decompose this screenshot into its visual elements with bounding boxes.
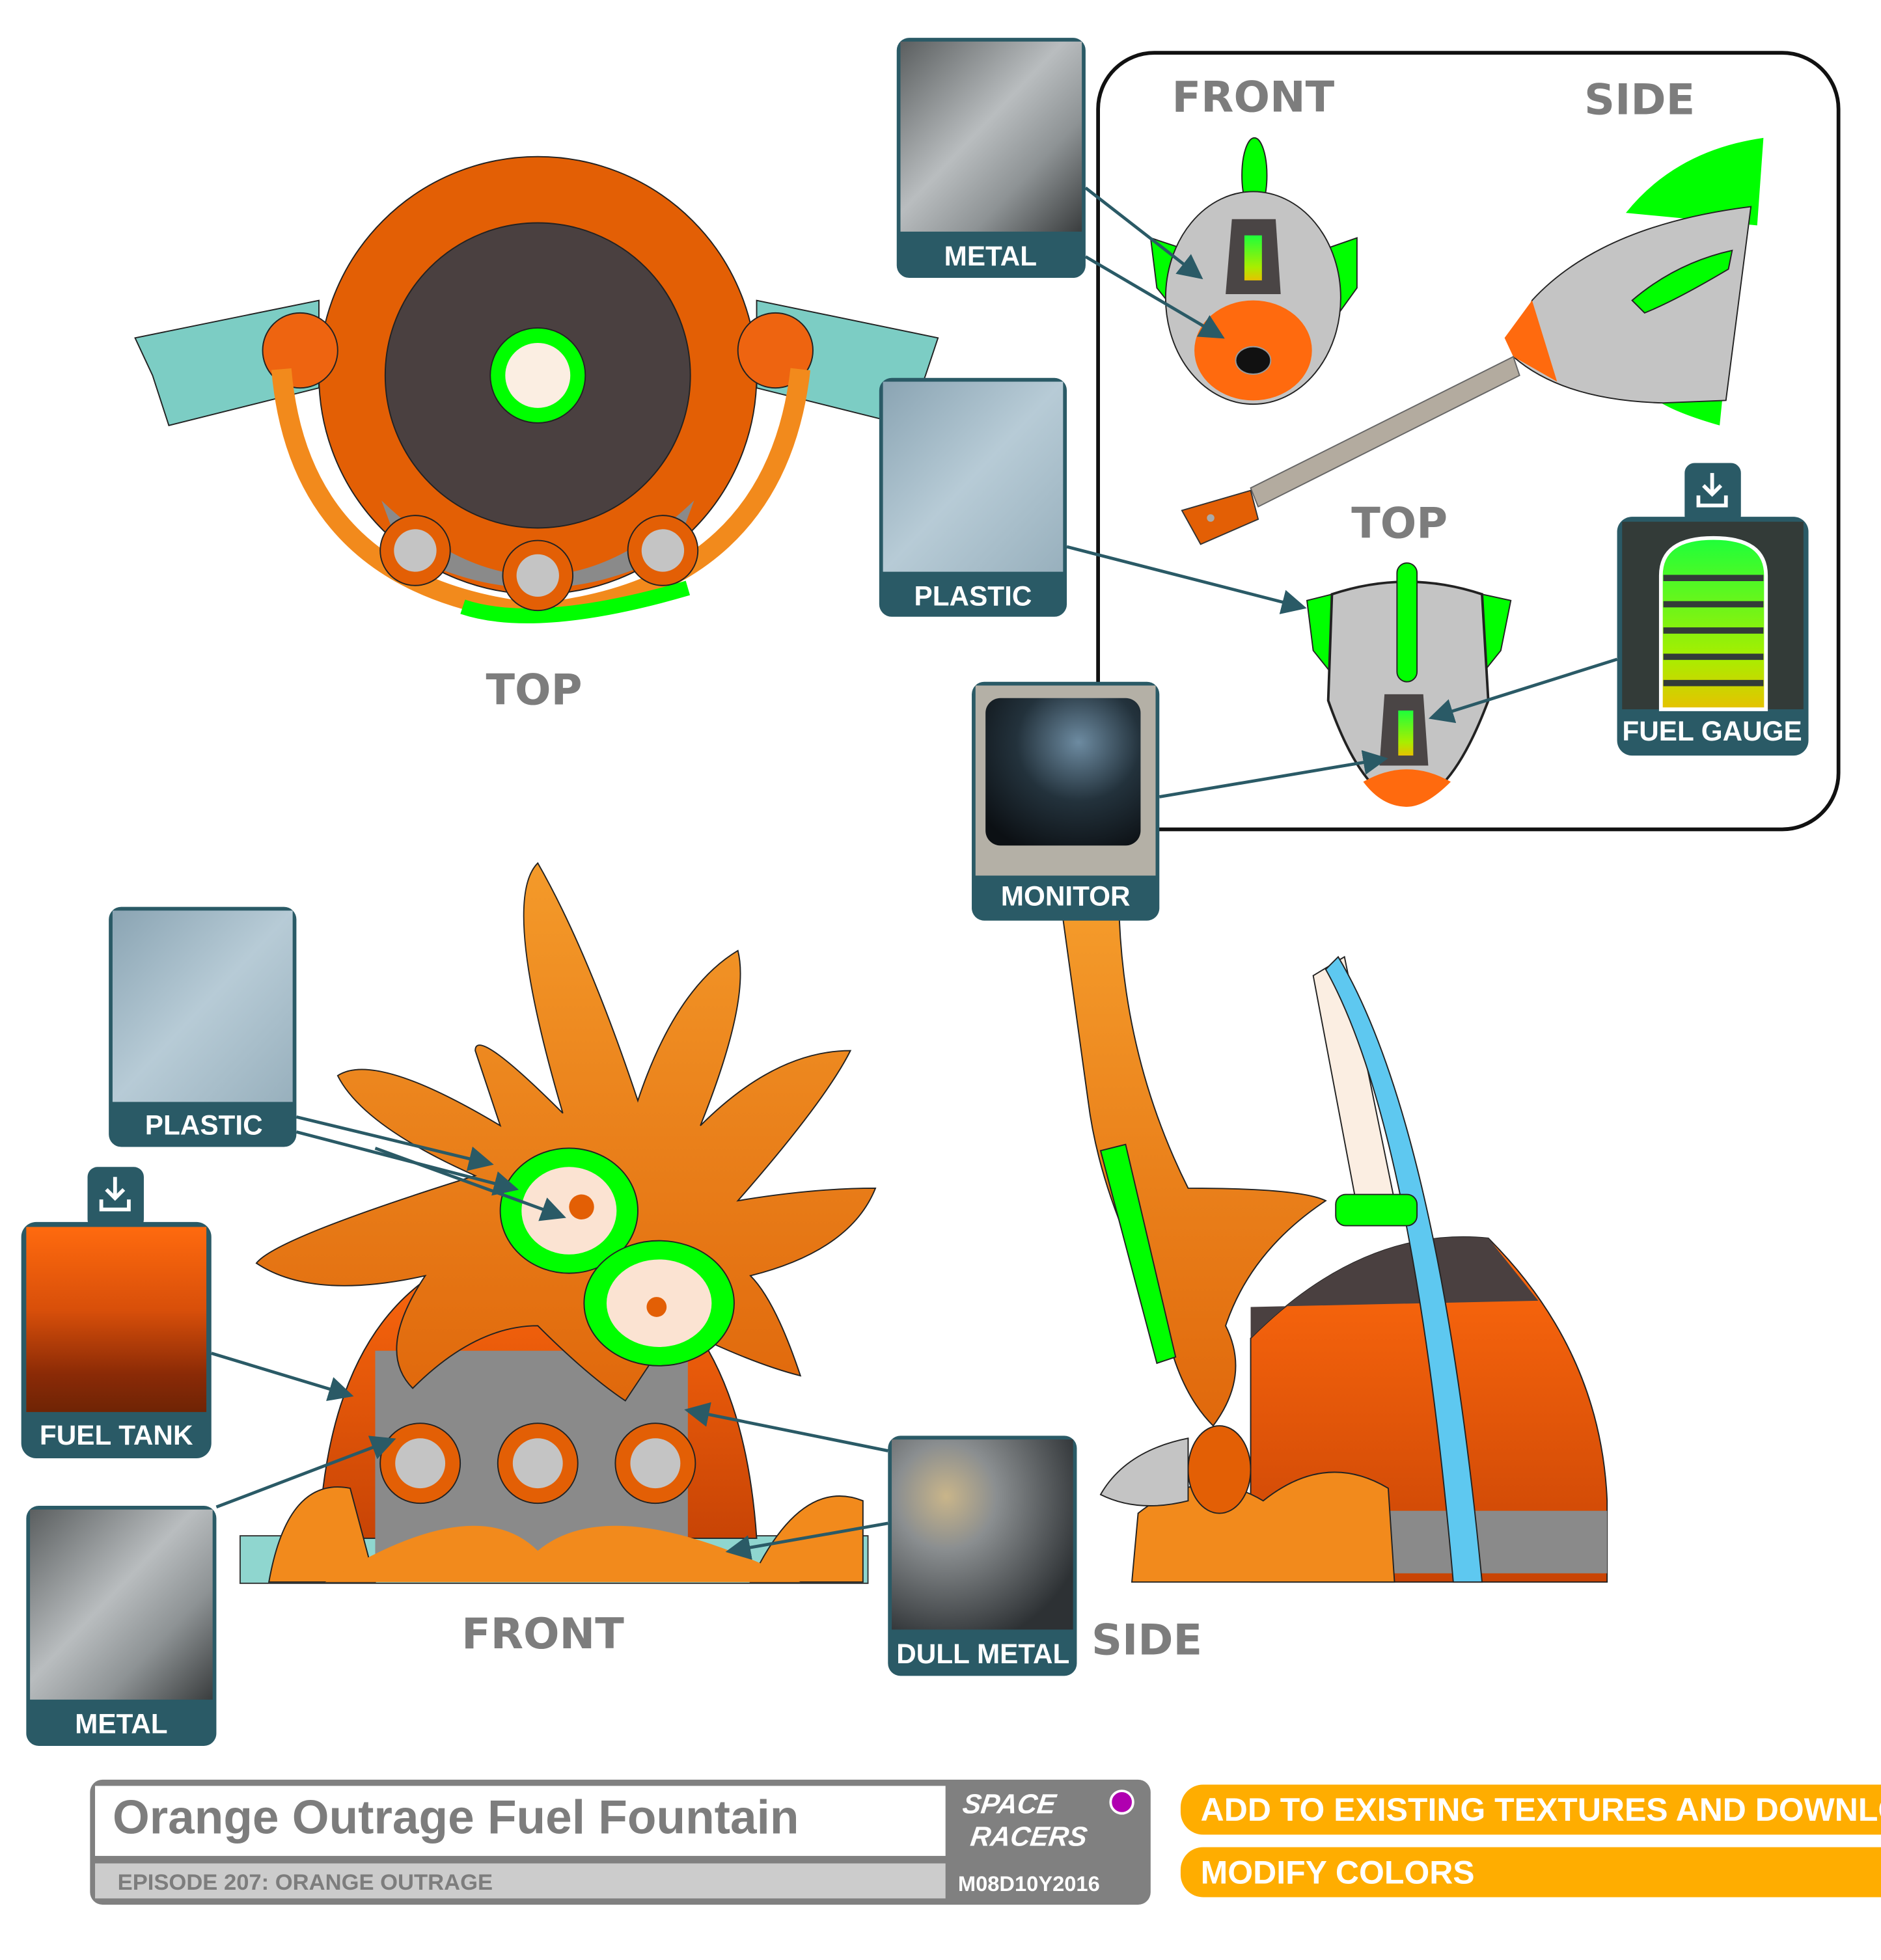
card-label: PLASTIC (145, 1109, 263, 1140)
inset-side-nozzle (1181, 137, 1764, 545)
card-label: DULL METAL (896, 1639, 1069, 1669)
download-icon[interactable] (1696, 472, 1728, 508)
inset-label-side: SIDE (1584, 75, 1695, 124)
side-view-illustration: SIDE (1062, 918, 1608, 1665)
texture-card-fuel-tank[interactable]: FUEL TANK (21, 1167, 212, 1458)
texture-card-monitor[interactable]: MONITOR (972, 681, 1160, 921)
episode-label: EPISODE 207: ORANGE OUTRAGE (118, 1870, 493, 1895)
card-label: FUEL GAUGE (1622, 716, 1802, 746)
texture-card-metal-front[interactable]: METAL (26, 1506, 217, 1746)
card-label: METAL (75, 1709, 167, 1739)
texture-card-plastic-top[interactable]: PLASTIC (879, 377, 1067, 617)
download-icon[interactable] (99, 1177, 131, 1212)
page-title: Orange Outrage Fuel Fountain (113, 1791, 799, 1844)
view-label-side: SIDE (1092, 1616, 1202, 1665)
button-label: MODIFY COLORS (1201, 1854, 1475, 1890)
title-block: Orange Outrage Fuel Fountain EPISODE 207… (90, 1779, 1151, 1905)
card-label: METAL (944, 241, 1037, 271)
texture-card-metal-top[interactable]: METAL (896, 38, 1086, 279)
callout-arrows (211, 186, 1618, 1560)
view-label-top: TOP (486, 665, 583, 715)
inset-label-front: FRONT (1172, 72, 1335, 122)
texture-card-fuel-gauge[interactable]: FUEL GAUGE (1617, 463, 1809, 756)
inset-label-top: TOP (1351, 499, 1448, 549)
card-label: PLASTIC (914, 580, 1032, 611)
button-label: ADD TO EXISTING TEXTURES AND DOWNLOAD (1201, 1791, 1881, 1828)
inset-top-nozzle (1306, 562, 1512, 807)
svg-text:SPACE: SPACE (961, 1790, 1059, 1820)
texture-card-dull-metal[interactable]: DULL METAL (888, 1436, 1077, 1676)
card-label: FUEL TANK (40, 1420, 193, 1450)
space-racers-logo: SPACE RACERS (961, 1790, 1089, 1853)
texture-card-plastic-front[interactable]: PLASTIC (109, 906, 297, 1147)
modify-colors-button[interactable]: MODIFY COLORS (1180, 1847, 1881, 1898)
top-view-illustration: TOP (134, 156, 939, 715)
front-view-illustration: FRONT (239, 862, 877, 1659)
date-stamp: M08D10Y2016 (958, 1872, 1100, 1896)
svg-text:RACERS: RACERS (968, 1822, 1089, 1853)
view-label-front: FRONT (461, 1609, 624, 1659)
card-label: MONITOR (1001, 881, 1131, 912)
add-to-textures-download-button[interactable]: ADD TO EXISTING TEXTURES AND DOWNLOAD (1180, 1784, 1881, 1835)
